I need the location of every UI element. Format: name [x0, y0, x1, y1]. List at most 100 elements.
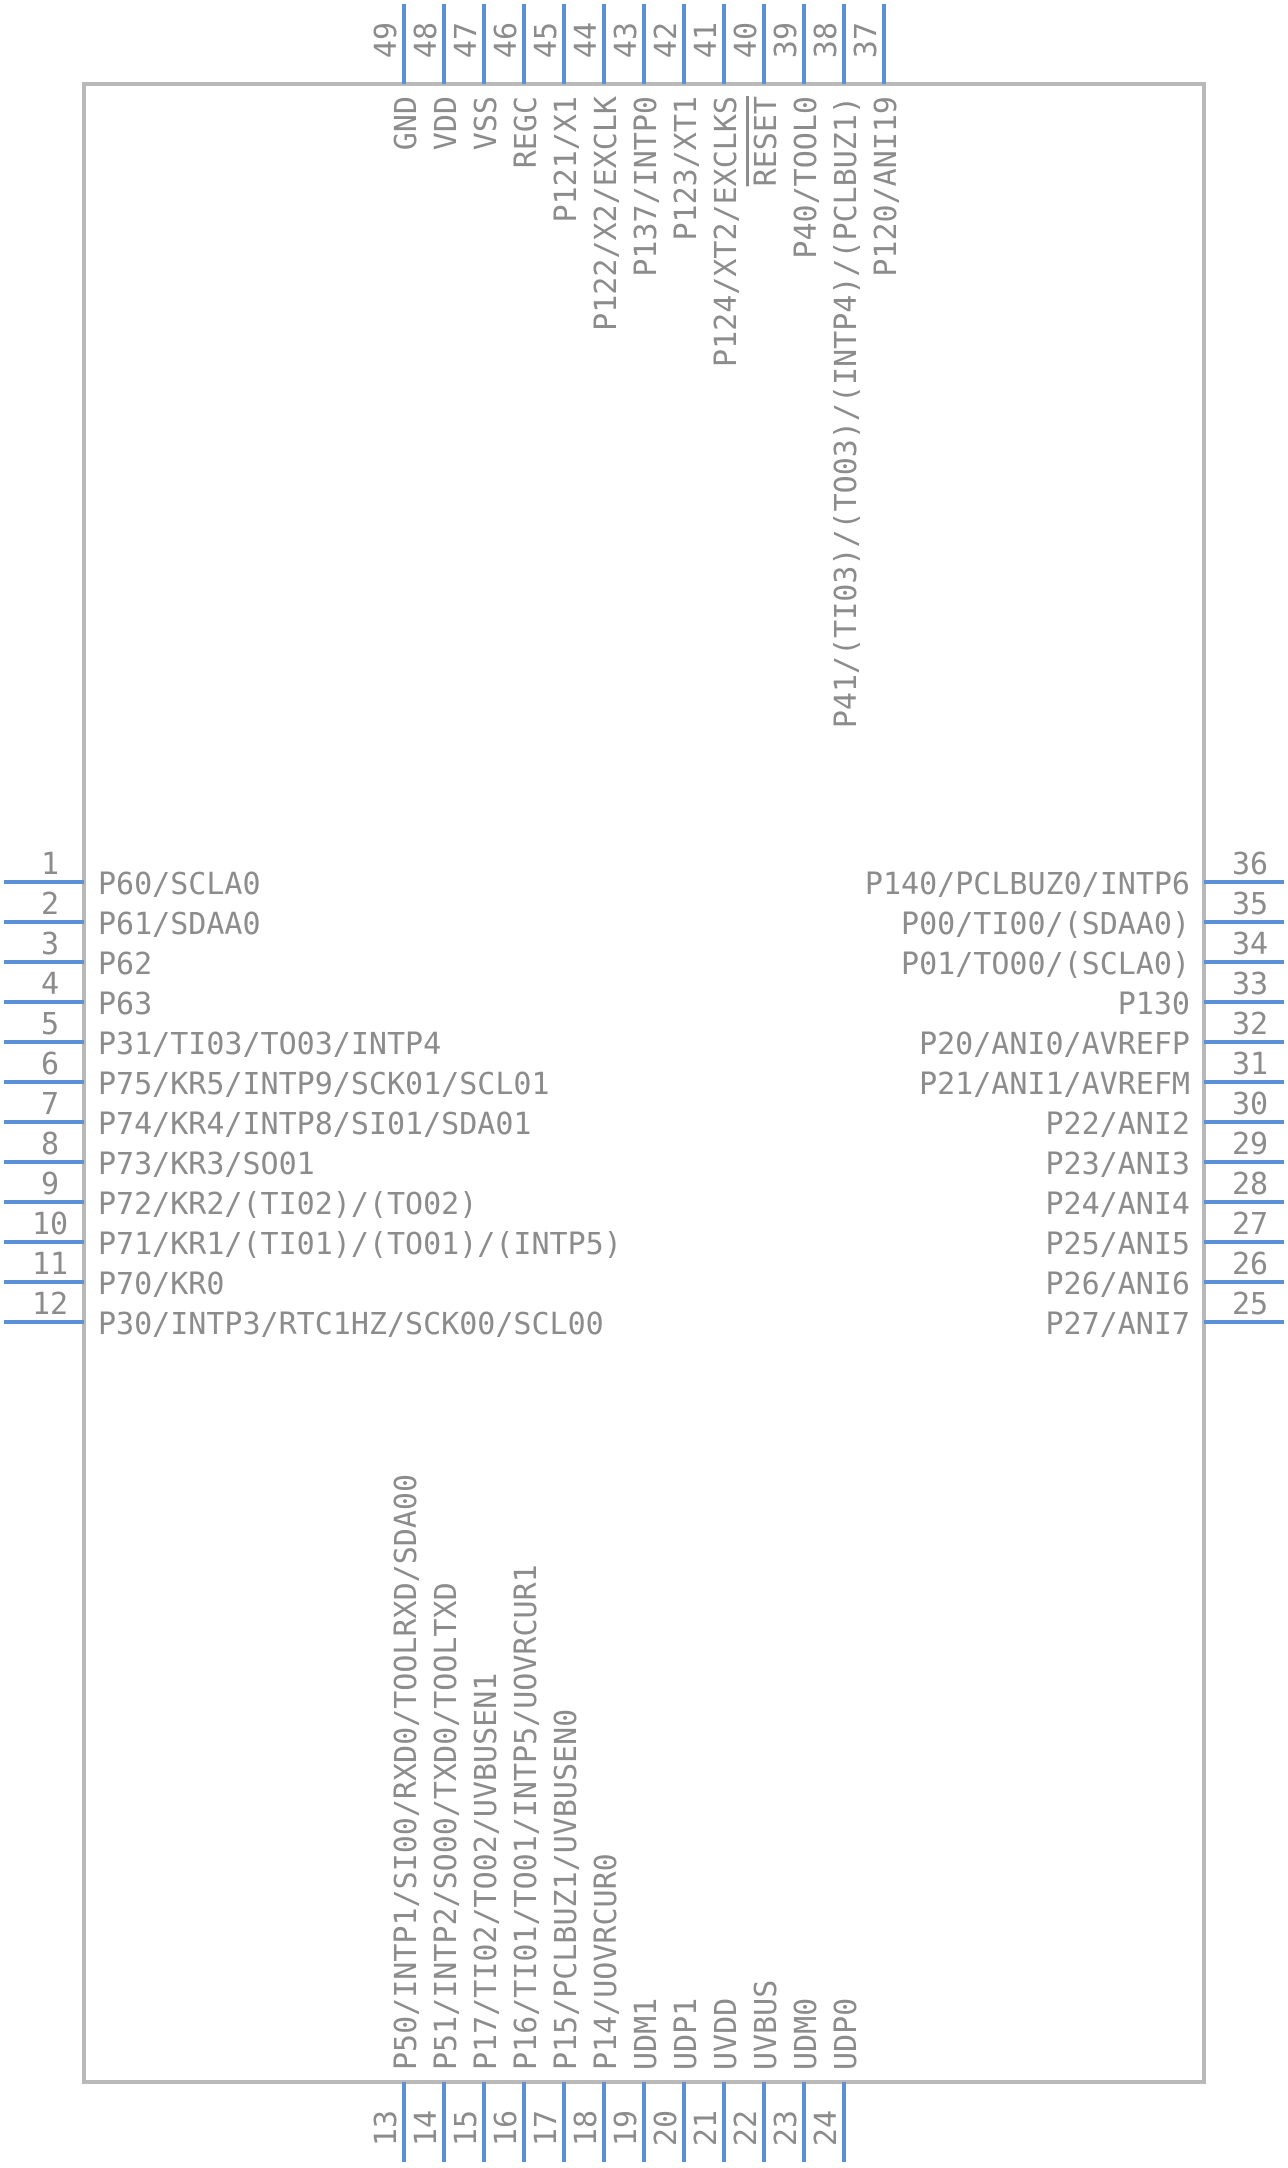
pin-number-3: 3	[41, 927, 59, 962]
pin-number-39: 39	[769, 22, 804, 58]
pin-label-40: RESET	[749, 96, 784, 186]
pin-label-13: P50/INTP1/SI00/RXD0/TOOLRXD/SDA00	[389, 1474, 424, 2070]
pin-label-18: P14/UOVRCUR0	[589, 1853, 624, 2070]
pin-number-30: 30	[1232, 1087, 1268, 1122]
pin-label-33: P130	[1118, 987, 1190, 1022]
pin-number-37: 37	[849, 22, 884, 58]
pin-label-3: P62	[98, 947, 152, 982]
pin-label-1: P60/SCLA0	[98, 867, 261, 902]
bottom-pin-group: 13 P50/INTP1/SI00/RXD0/TOOLRXD/SDA00 14 P51…	[369, 1474, 864, 2162]
pin-label-23: UDM0	[789, 1998, 824, 2070]
pin-number-36: 36	[1232, 847, 1268, 882]
pin-label-42: P123/XT1	[669, 96, 704, 241]
pin-number-5: 5	[41, 1007, 59, 1042]
pin-number-41: 41	[689, 22, 724, 58]
pin-label-2: P61/SDAA0	[98, 907, 261, 942]
pin-number-4: 4	[41, 967, 59, 1002]
pin-label-37: P120/ANI19	[869, 96, 904, 277]
pin-label-26: P26/ANI6	[1046, 1267, 1191, 1302]
pin-number-17: 17	[529, 2110, 564, 2146]
pin-label-6: P75/KR5/INTP9/SCK01/SCL01	[98, 1067, 550, 1102]
pin-label-35: P00/TI00/(SDAA0)	[901, 907, 1190, 942]
pin-number-31: 31	[1232, 1047, 1268, 1082]
pin-label-46: REGC	[509, 96, 544, 168]
pin-label-49: GND	[389, 96, 424, 150]
pin-label-44: P122/X2/EXCLK	[589, 96, 624, 331]
pin-label-47: VSS	[469, 96, 504, 150]
pin-label-25: P27/ANI7	[1046, 1307, 1191, 1342]
pin-number-32: 32	[1232, 1007, 1268, 1042]
pin-number-20: 20	[649, 2110, 684, 2146]
pin-label-24: UDP0	[829, 1998, 864, 2070]
pin-number-22: 22	[729, 2110, 764, 2146]
pin-label-30: P22/ANI2	[1046, 1107, 1191, 1142]
pin-number-43: 43	[609, 22, 644, 58]
pin-label-14: P51/INTP2/SO00/TXD0/TOOLTXD	[429, 1582, 464, 2070]
pin-label-12: P30/INTP3/RTC1HZ/SCK00/SCL00	[98, 1307, 604, 1342]
pin-number-25: 25	[1232, 1287, 1268, 1322]
pin-number-1: 1	[41, 847, 59, 882]
pin-number-26: 26	[1232, 1247, 1268, 1282]
pin-number-21: 21	[689, 2110, 724, 2146]
pin-number-18: 18	[569, 2110, 604, 2146]
pin-label-28: P24/ANI4	[1046, 1187, 1191, 1222]
pin-label-27: P25/ANI5	[1046, 1227, 1191, 1262]
pin-label-31: P21/ANI1/AVREFM	[919, 1067, 1190, 1102]
pin-number-49: 49	[369, 22, 404, 58]
pin-label-39: P40/TOOL0	[789, 96, 824, 259]
pin-number-29: 29	[1232, 1127, 1268, 1162]
pin-number-8: 8	[41, 1127, 59, 1162]
pin-number-7: 7	[41, 1087, 59, 1122]
pin-number-44: 44	[569, 22, 604, 58]
pin-label-41: P124/XT2/EXCLKS	[709, 96, 744, 367]
pin-label-8: P73/KR3/SO01	[98, 1147, 315, 1182]
pin-number-33: 33	[1232, 967, 1268, 1002]
pin-number-46: 46	[489, 22, 524, 58]
pin-number-9: 9	[41, 1167, 59, 1202]
pin-number-48: 48	[409, 22, 444, 58]
pin-number-19: 19	[609, 2110, 644, 2146]
pin-label-36: P140/PCLBUZ0/INTP6	[865, 867, 1190, 902]
pin-number-10: 10	[32, 1207, 68, 1242]
pin-label-4: P63	[98, 987, 152, 1022]
pin-number-27: 27	[1232, 1207, 1268, 1242]
pin-label-21: UVDD	[709, 1998, 744, 2070]
pin-label-15: P17/TI02/TO02/UVBUSEN1	[469, 1673, 504, 2070]
pin-label-29: P23/ANI3	[1046, 1147, 1191, 1182]
pin-label-7: P74/KR4/INTP8/SI01/SDA01	[98, 1107, 531, 1142]
pin-label-43: P137/INTP0	[629, 96, 664, 277]
pin-number-12: 12	[32, 1287, 68, 1322]
pin-number-40: 40	[729, 22, 764, 58]
right-pin-group: 36P140/PCLBUZ0/INTP635P00/TI00/(SDAA0)34…	[865, 847, 1284, 1342]
pin-label-11: P70/KR0	[98, 1267, 224, 1302]
pin-number-2: 2	[41, 887, 59, 922]
pin-label-16: P16/TI01/TO01/INTP5/UOVRCUR1	[509, 1564, 544, 2070]
pin-number-34: 34	[1232, 927, 1268, 962]
pin-number-45: 45	[529, 22, 564, 58]
pin-number-47: 47	[449, 22, 484, 58]
pin-label-5: P31/TI03/TO03/INTP4	[98, 1027, 441, 1062]
pin-label-38: P41/(TI03)/(TO03)/(INTP4)/(PCLBUZ1)	[829, 96, 864, 728]
pin-label-9: P72/KR2/(TI02)/(TO02)	[98, 1187, 477, 1222]
pin-number-42: 42	[649, 22, 684, 58]
pin-number-13: 13	[369, 2110, 404, 2146]
pin-number-38: 38	[809, 22, 844, 58]
pin-label-10: P71/KR1/(TI01)/(TO01)/(INTP5)	[98, 1227, 622, 1262]
pin-label-22: UVBUS	[749, 1980, 784, 2070]
pin-label-19: UDM1	[629, 1998, 664, 2070]
component-body	[82, 82, 1206, 2084]
pin-label-34: P01/TO00/(SCLA0)	[901, 947, 1190, 982]
pin-number-15: 15	[449, 2110, 484, 2146]
pin-label-20: UDP1	[669, 1998, 704, 2070]
pin-label-32: P20/ANI0/AVREFP	[919, 1027, 1190, 1062]
pin-label-48: VDD	[429, 96, 464, 150]
pin-number-14: 14	[409, 2110, 444, 2146]
pin-number-28: 28	[1232, 1167, 1268, 1202]
pin-number-6: 6	[41, 1047, 59, 1082]
pin-number-16: 16	[489, 2110, 524, 2146]
pin-label-45: P121/X1	[549, 96, 584, 222]
pin-number-24: 24	[809, 2110, 844, 2146]
